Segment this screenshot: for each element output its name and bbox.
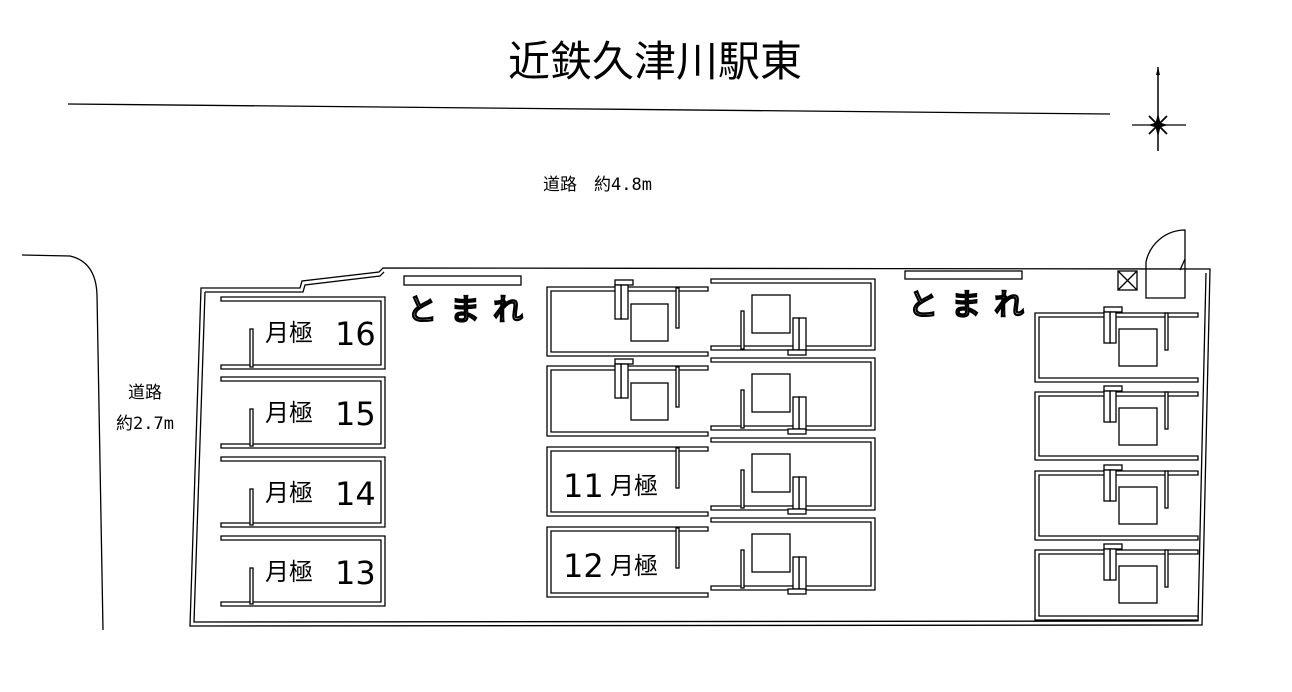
- space-outline: [710, 357, 876, 431]
- road-top-label: 道路 約4.8m: [543, 175, 652, 195]
- space-outline: [1034, 312, 1199, 383]
- equipment-box: [1118, 407, 1158, 446]
- wheel-stop: [675, 366, 680, 408]
- space-outline: [546, 365, 709, 437]
- pillar-foot: [787, 508, 807, 515]
- stop-line: [403, 275, 522, 286]
- equipment-box: [751, 453, 791, 493]
- space-outline: [546, 526, 709, 598]
- equipment-box: [630, 382, 669, 421]
- equipment-box: [751, 373, 791, 413]
- space-outline: [710, 437, 876, 511]
- wheel-stop: [1164, 470, 1169, 509]
- parking-space-13[interactable]: 月極 13: [220, 535, 386, 607]
- space-outline: [546, 286, 709, 357]
- space-outline: [220, 535, 386, 607]
- wheel-stop: [740, 310, 745, 350]
- wheel-stop: [1164, 549, 1169, 588]
- parking-space-center-right[interactable]: [710, 278, 876, 356]
- road-edge-left: [21, 254, 104, 631]
- stop-marking: とまれ: [908, 288, 1037, 323]
- space-outline: [710, 278, 876, 351]
- pillar-cap: [1103, 464, 1123, 471]
- parking-space-center-left[interactable]: [546, 358, 709, 437]
- parking-space-right[interactable]: [1034, 464, 1199, 541]
- space-label: 月極: [265, 399, 313, 427]
- pillar-cap: [1103, 385, 1123, 392]
- equipment-box: [751, 533, 791, 573]
- space-number: 11: [563, 467, 604, 505]
- space-number: 12: [563, 547, 604, 585]
- parking-space-center-right[interactable]: [710, 437, 876, 515]
- page-title: 近鉄久津川駅東: [508, 37, 802, 86]
- wheel-stop: [740, 469, 745, 509]
- space-label: 月極: [265, 558, 313, 586]
- stop-marking: とまれ: [407, 293, 536, 328]
- door-swing-icon: [1145, 229, 1186, 299]
- pillar-foot: [787, 349, 807, 356]
- space-outline: [220, 456, 386, 528]
- space-outline: [710, 517, 876, 591]
- space-outline: [220, 296, 386, 370]
- wheel-stop: [249, 488, 254, 526]
- pillar-cap: [614, 279, 634, 286]
- wheel-stop: [1164, 312, 1169, 351]
- pillar-foot: [787, 428, 807, 435]
- road-edge-top: [67, 103, 1111, 115]
- equipment-box: [1118, 565, 1158, 604]
- pillar-cap: [1103, 306, 1123, 313]
- equipment-box: [1118, 328, 1158, 367]
- space-number: 13: [335, 554, 376, 592]
- road-left-label: 道路: [128, 383, 162, 403]
- road-left-width: 約2.7m: [116, 414, 174, 434]
- equipment-box: [1118, 486, 1158, 525]
- utility-box-icon: [1117, 270, 1138, 291]
- parking-space-14[interactable]: 月極 14: [220, 456, 386, 528]
- wheel-stop: [1164, 391, 1169, 430]
- equipment-box: [630, 303, 669, 342]
- pillar-cap: [614, 358, 634, 365]
- equipment-box: [751, 294, 791, 334]
- space-outline: [546, 446, 709, 517]
- space-number: 16: [335, 315, 376, 353]
- lot-boundary: [189, 267, 1211, 627]
- parking-space-center-right[interactable]: [710, 357, 876, 435]
- north-arrow-icon: [1132, 67, 1186, 151]
- space-label: 月極: [610, 472, 658, 500]
- wheel-stop: [675, 447, 680, 489]
- wheel-stop: [249, 328, 254, 368]
- wheel-stop: [740, 549, 745, 589]
- wheel-stop: [675, 287, 680, 329]
- space-outline: [1034, 470, 1199, 541]
- lot-boundary-inner: [193, 271, 1207, 623]
- wheel-stop: [249, 567, 254, 605]
- space-label: 月極: [265, 319, 313, 347]
- wheel-stop: [249, 408, 254, 447]
- space-outline: [1034, 391, 1199, 461]
- wheel-stop: [675, 527, 680, 569]
- space-outline: [220, 376, 386, 449]
- parking-space-right[interactable]: [1034, 543, 1199, 621]
- space-label: 月極: [265, 479, 313, 507]
- parking-space-center-left[interactable]: [546, 279, 709, 357]
- stop-line: [904, 270, 1023, 280]
- parking-space-16[interactable]: 月極 16: [220, 296, 386, 370]
- pillar-foot: [787, 588, 807, 595]
- pillar-cap: [1103, 543, 1123, 550]
- space-outline: [1034, 549, 1199, 621]
- space-number: 14: [335, 475, 376, 513]
- space-label: 月極: [610, 552, 658, 580]
- parking-space-right[interactable]: [1034, 385, 1199, 461]
- parking-space-center-right[interactable]: [710, 517, 876, 595]
- wheel-stop: [740, 389, 745, 429]
- parking-space-right[interactable]: [1034, 306, 1199, 383]
- space-number: 15: [335, 395, 376, 433]
- parking-space-15[interactable]: 月極 15: [220, 376, 386, 449]
